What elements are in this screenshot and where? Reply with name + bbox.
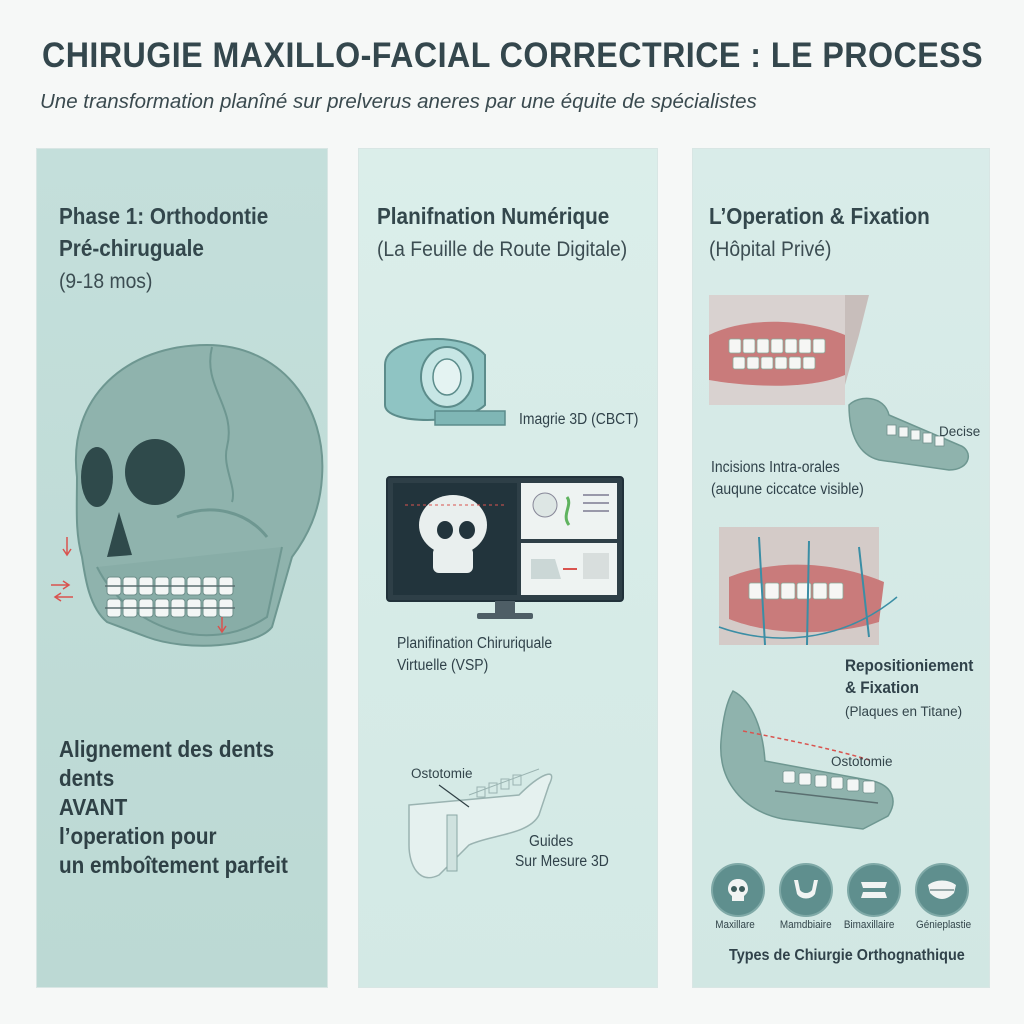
chin-icon — [915, 863, 969, 917]
bimaxillary-icon — [847, 863, 901, 917]
surgical-guide-illustration — [408, 768, 553, 879]
mouth-braces-illustration — [709, 295, 969, 471]
types-caption: Types de Chiurgie Orthognathique — [729, 947, 965, 964]
panel-digital-planning: Planifnation Numérique (La Feuille de Ro… — [358, 148, 658, 988]
phase1-description: Alignement des dents dents AVANT l’opera… — [59, 735, 288, 880]
type-label-maxillary: Maxillare — [715, 919, 755, 931]
incisions-label-line1: Incisions Intra-orales — [711, 459, 840, 476]
description-line: AVANT — [59, 794, 128, 820]
description-line: Alignement des dents — [59, 736, 275, 762]
mandible-osteotomy-illustration — [720, 690, 894, 830]
type-label-mandibular: Mamdbiaire — [779, 919, 832, 931]
skull-braces-illustration — [51, 343, 324, 647]
cbct-scanner-icon — [384, 338, 506, 426]
osteotomy-label: Ostotomie — [411, 766, 473, 781]
panel-orthodontics: Phase 1: Orthodontie Pré-chiruguale (9-1… — [36, 148, 328, 988]
guides-label-line2: Sur Mesure 3D — [515, 853, 609, 870]
incisions-label-line2: (auqune ciccatce visible) — [711, 481, 864, 498]
skull-icon — [711, 863, 765, 917]
guides-label-line1: Guides — [529, 833, 574, 850]
repositioning-label-line3: (Plaques en Titane) — [845, 704, 963, 719]
phase1-heading: Phase 1: Orthodontie — [59, 203, 269, 229]
osteotomy-label-2: Ostotomie — [831, 754, 893, 769]
vsp-label-line1: Planifination Chiruriquale — [397, 635, 553, 652]
phase1-duration: (9-18 mos) — [59, 270, 153, 293]
type-label-bimaxillary: Bimaxillaire — [843, 919, 895, 931]
description-line: l’operation pour — [59, 823, 217, 849]
repositioning-label-line2: & Fixation — [845, 678, 919, 697]
fixation-mouth-illustration — [718, 527, 898, 646]
imaging-label: Imagrie 3D (CBCT) — [519, 411, 639, 428]
description-line: dents — [59, 765, 115, 791]
phase1-heading-line2: Pré-chiruguale — [59, 235, 204, 261]
type-label-genioplasty: Génieplastie — [916, 919, 972, 931]
decise-label: Decise — [939, 424, 981, 439]
page-subtitle: Une transformation planîné sur prelverus… — [40, 90, 757, 113]
mandible-icon — [779, 863, 833, 917]
vsp-label-line2: Virtuelle (VSP) — [397, 657, 489, 674]
planning-heading: Planifnation Numérique — [377, 203, 610, 229]
operation-subheading: (Hôpital Privé) — [709, 238, 832, 261]
planning-subheading: (La Feuille de Route Digitale) — [377, 238, 628, 261]
panel-operation: L’Operation & Fixation (Hôpital Privé) D… — [692, 148, 990, 988]
monitor-vsp-illustration — [386, 476, 624, 619]
repositioning-label-line1: Repositioniement — [845, 656, 974, 675]
description-line: un emboîtement parfeit — [59, 852, 288, 878]
operation-heading: L’Operation & Fixation — [709, 203, 930, 229]
page-title: CHIRUGIE MAXILLO-FACIAL CORRECTRICE : LE… — [42, 36, 984, 75]
